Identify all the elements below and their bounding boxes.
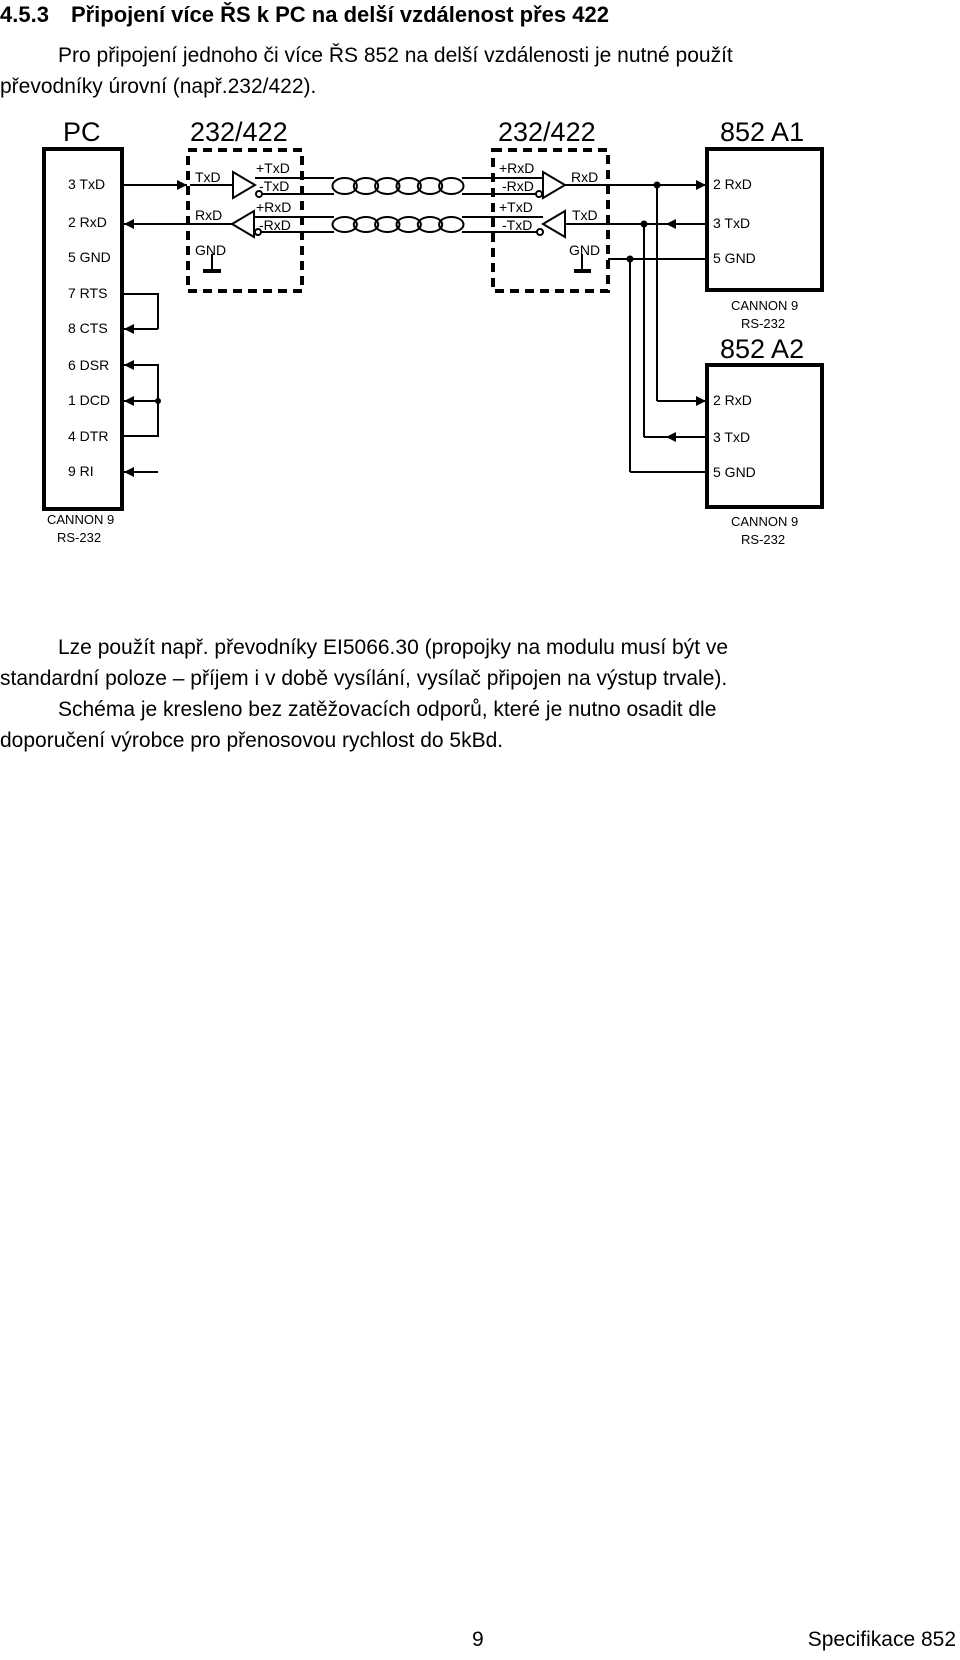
a1-pin-txd: 3 TxD — [713, 215, 750, 231]
a1-pin-rxd: 2 RxD — [713, 176, 752, 192]
conv-left-driver-triangle — [232, 170, 257, 200]
conv-right-gnd: GND — [569, 242, 600, 258]
pc-standard-label: RS-232 — [57, 530, 101, 545]
conv-left-receiver-bubble — [254, 228, 262, 236]
conv-left-symbols — [230, 170, 263, 239]
document-name: Specifikace 852 — [807, 1628, 956, 1651]
a1-title: 852 A1 — [720, 117, 804, 147]
a1-pin-labels: 2 RxD 3 TxD 5 GND — [713, 176, 756, 266]
body-line-3: Schéma je kresleno bez zatěžovacích odpo… — [58, 698, 717, 721]
a2-pin-rxd: 2 RxD — [713, 392, 752, 408]
section-heading: 4.5.3 Připojení více ŘS k PC na delší vzd… — [0, 2, 609, 28]
txd-junction-dot — [640, 220, 648, 228]
twisted-pair-rxd-loop — [352, 216, 380, 233]
conv-right-receiver-bubble — [535, 190, 543, 198]
section-title: Připojení více ŘS k PC na delší vzdáleno… — [70, 2, 609, 27]
a2-pin-gnd: 5 GND — [713, 464, 756, 480]
conv-left-driver-bubble — [255, 190, 263, 198]
a1-connector-label: CANNON 9 — [731, 298, 798, 313]
page-number: 9 — [472, 1628, 484, 1651]
conv-left-plus-txd: +TxD — [256, 160, 290, 176]
twisted-pair-rxd-loop — [374, 216, 401, 233]
conv-left-title: 232/422 — [190, 117, 288, 147]
conv-left-box — [186, 148, 304, 293]
a1-box — [705, 147, 824, 292]
conv-right-labels: +RxD -RxD +TxD -TxD RxD TxD GND — [499, 160, 600, 258]
conv-left-rxd: RxD — [195, 207, 222, 223]
dcd-junction-dot — [155, 398, 161, 404]
conv-left-labels: TxD RxD GND +TxD -TxD +RxD -RxD — [195, 160, 291, 258]
twisted-pair-rxd-loop — [395, 216, 422, 233]
pc-pin-labels: 3 TxD 2 RxD 5 GND 7 RTS 8 CTS 6 DSR 1 DC… — [68, 176, 111, 479]
conv-right-driver-bubble — [536, 228, 544, 236]
conv-right-plus-txd: +TxD — [499, 199, 533, 215]
intro-paragraph: Pro připojení jednoho či více ŘS 852 na … — [0, 40, 955, 102]
a2-pin-labels: 2 RxD 3 TxD 5 GND — [713, 392, 756, 480]
pc-pin-dcd: 1 DCD — [68, 392, 110, 408]
conv-right-plus-rxd: +RxD — [499, 160, 534, 176]
intro-line-2: převodníky úrovní (např.232/422). — [0, 75, 317, 98]
conv-right-box — [491, 148, 610, 293]
conv-left-wires — [122, 177, 334, 271]
conv-right-title: 232/422 — [498, 117, 596, 147]
body-line-2: standardní poloze – příjem i v době vysí… — [0, 667, 728, 690]
bus-junction-dots — [626, 181, 661, 263]
pc-pin-rxd: 2 RxD — [68, 214, 107, 230]
intro-line-1: Pro připojení jednoho či více ŘS 852 na … — [58, 44, 733, 67]
conv-right-txd: TxD — [572, 207, 598, 223]
twisted-pair-txd-loop — [416, 177, 444, 195]
a2-pin-txd: 3 TxD — [713, 429, 750, 445]
pc-pin-rts: 7 RTS — [68, 285, 107, 301]
twisted-pair-txd-loop — [352, 177, 380, 195]
conv-right-rxd: RxD — [571, 169, 598, 185]
twisted-pair-txd-loop — [374, 177, 401, 195]
body-paragraph: Lze použít např. převodníky EI5066.30 (p… — [0, 632, 958, 756]
pc-connector-label: CANNON 9 — [47, 512, 114, 527]
a-txd-arrows — [666, 219, 706, 442]
twisted-pair-cable — [331, 177, 465, 233]
wiring-diagram: PC 232/422 232/422 852 A1 852 A2 3 TxD 2… — [42, 117, 824, 547]
conv-left-txd: TxD — [195, 169, 221, 185]
body-line-4: doporučení výrobce pro přenosovou rychlo… — [0, 729, 504, 752]
conv-left-minus-txd: -TxD — [259, 178, 289, 194]
conv-left-gnd: GND — [195, 242, 226, 258]
body-line-1: Lze použít např. převodníky EI5066.30 (p… — [58, 636, 729, 659]
a2-connector-label: CANNON 9 — [731, 514, 798, 529]
a1-pin-gnd: 5 GND — [713, 250, 756, 266]
section-number: 4.5.3 — [0, 2, 49, 27]
twisted-pair-txd-loop — [438, 177, 465, 195]
pc-pin-dsr: 6 DSR — [68, 357, 109, 373]
pc-pin-gnd: 5 GND — [68, 249, 111, 265]
pc-pin-cts: 8 CTS — [68, 320, 108, 336]
a1-standard-label: RS-232 — [741, 316, 785, 331]
conv-left-plus-rxd: +RxD — [256, 199, 291, 215]
conv-right-minus-txd: -TxD — [502, 217, 532, 233]
pc-title: PC — [63, 117, 101, 147]
conv-right-minus-rxd: -RxD — [502, 178, 534, 194]
gnd-junction-dot — [626, 255, 634, 263]
pc-pin-ri: 9 RI — [68, 463, 94, 479]
conv-right-symbols — [535, 170, 567, 239]
dtr-dsr-loop — [122, 364, 159, 437]
a2-title: 852 A2 — [720, 334, 804, 364]
conv-left-minus-rxd: -RxD — [259, 217, 291, 233]
pc-handshake-loops — [122, 293, 159, 477]
twisted-pair-txd-loop — [331, 177, 358, 195]
pc-pin-dtr: 4 DTR — [68, 428, 108, 444]
pc-box — [42, 147, 124, 511]
twisted-pair-txd-loop — [395, 177, 422, 195]
twisted-pair-rxd-loop — [331, 216, 358, 233]
pc-pin-txd: 3 TxD — [68, 176, 105, 192]
twisted-pair-rxd-loop — [416, 216, 444, 233]
conv-left-receiver-triangle — [230, 209, 255, 239]
a2-box — [705, 363, 824, 509]
rxd-junction-dot — [653, 181, 661, 189]
twisted-pair-rxd-loop — [438, 216, 465, 233]
conv-right-receiver-triangle — [542, 170, 567, 200]
a2-standard-label: RS-232 — [741, 532, 785, 547]
conv-right-driver-triangle — [541, 209, 566, 239]
rts-cts-loop — [122, 293, 159, 329]
